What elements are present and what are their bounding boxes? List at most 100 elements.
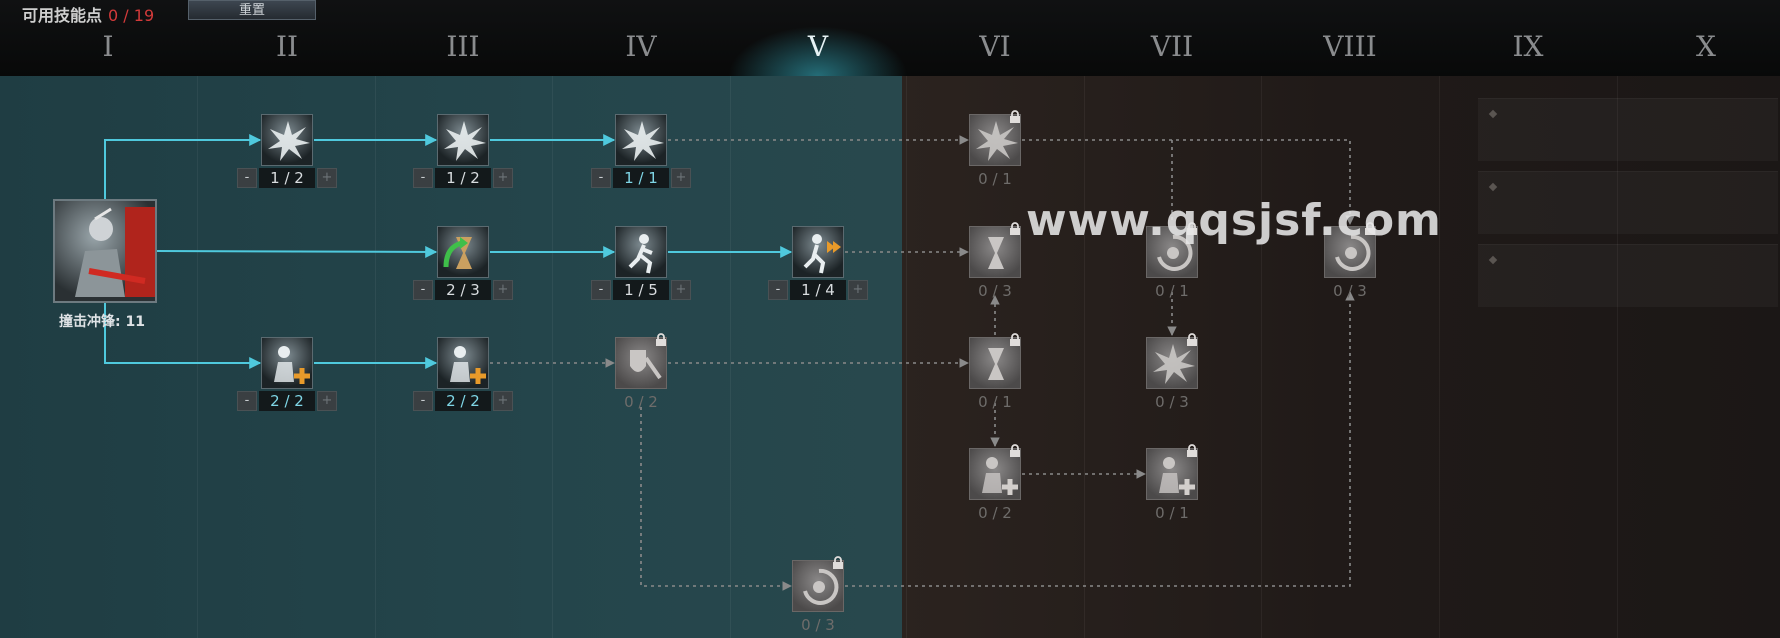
decrease-rank-button[interactable]: - (591, 168, 611, 188)
shield-strike-icon (630, 350, 662, 380)
tier-column-divider (1261, 76, 1262, 638)
tier-column-divider (197, 76, 198, 638)
root-skill-icon-frame[interactable] (53, 199, 157, 303)
link-root-to-row1 (104, 134, 262, 199)
description-row (1478, 171, 1778, 234)
padlock-icon (1365, 222, 1375, 235)
description-row (1478, 98, 1778, 161)
skill-rank-count: 2 / 2 (259, 391, 315, 411)
skill-rank-stepper: -1 / 2+ (237, 168, 337, 188)
padlock-icon (1187, 444, 1197, 457)
increase-rank-button[interactable]: + (317, 391, 337, 411)
skill-icon-frame[interactable] (615, 114, 667, 166)
skill-rank-stepper: -1 / 1+ (591, 168, 691, 188)
reset-button[interactable]: 重置 (188, 0, 316, 20)
spike-burst-icon (1153, 344, 1195, 384)
skill-icon-frame[interactable] (261, 114, 313, 166)
increase-rank-button[interactable]: + (493, 168, 513, 188)
decrease-rank-button[interactable]: - (237, 168, 257, 188)
increase-rank-button[interactable]: + (317, 168, 337, 188)
skill-points-label: 可用技能点 (22, 6, 103, 25)
skill-icon-frame[interactable] (792, 226, 844, 278)
decrease-rank-button[interactable]: - (237, 391, 257, 411)
tier-column-divider (1439, 76, 1440, 638)
skill-icon-frame[interactable] (969, 226, 1021, 278)
skill-rank-stepper: -1 / 5+ (591, 280, 691, 300)
whirl-icon (803, 568, 839, 605)
padlock-icon (1010, 333, 1020, 346)
tier-label-ix: IX (1512, 30, 1544, 63)
padlock-icon (833, 556, 843, 569)
whirl-icon (1157, 234, 1193, 271)
running-soldier-icon (628, 234, 653, 274)
skill-rank-count: 0 / 3 (1333, 282, 1367, 300)
description-row (1478, 244, 1778, 307)
skill-icon-frame[interactable] (437, 114, 489, 166)
skill-icon-frame[interactable] (437, 337, 489, 389)
skill-rank-count: 1 / 2 (435, 168, 491, 188)
decrease-rank-button[interactable]: - (413, 391, 433, 411)
spike-burst-icon (622, 121, 664, 161)
increase-rank-button[interactable]: + (671, 168, 691, 188)
padlock-icon (1187, 333, 1197, 346)
skill-icon-frame[interactable] (261, 337, 313, 389)
increase-rank-button[interactable]: + (848, 280, 868, 300)
tier-column-divider (1617, 76, 1618, 638)
skill-rank-count: 0 / 3 (1155, 393, 1189, 411)
tier-label-v: V (807, 30, 829, 63)
skill-rank-stepper: -2 / 3+ (413, 280, 513, 300)
skill-rank-count: 0 / 2 (624, 393, 658, 411)
skill-rank-count: 0 / 3 (978, 282, 1012, 300)
padlock-icon (1010, 222, 1020, 235)
increase-rank-button[interactable]: + (671, 280, 691, 300)
increase-rank-button[interactable]: + (493, 280, 513, 300)
skill-icon-frame[interactable] (615, 337, 667, 389)
skill-rank-stepper: -2 / 2+ (237, 391, 337, 411)
skill-rank-count: 1 / 5 (613, 280, 669, 300)
skill-rank-count: 2 / 2 (435, 391, 491, 411)
charging-warrior-icon (75, 207, 155, 297)
tier-label-iv: IV (625, 30, 657, 63)
skill-points-value: 0 / 19 (108, 6, 155, 25)
tier-label-iii: III (446, 30, 480, 63)
soldier-plus-icon (450, 346, 486, 384)
skill-tree-board (0, 76, 1780, 638)
link-s18-s10 (845, 291, 1355, 587)
root-skill-label: 撞击冲锋: 11 (59, 314, 145, 330)
skill-icon-frame[interactable] (437, 226, 489, 278)
spike-burst-icon (268, 121, 310, 161)
tier-label-x: X (1696, 30, 1716, 63)
tier-label-i: I (102, 30, 114, 63)
skill-rank-stepper: -1 / 4+ (768, 280, 868, 300)
link-s13-s18 (640, 407, 792, 591)
skill-connections (104, 134, 1355, 591)
decrease-rank-button[interactable]: - (768, 280, 788, 300)
active-tier-glow (728, 26, 908, 76)
tier-column-divider (375, 76, 376, 638)
skill-rank-count: 0 / 1 (1155, 282, 1189, 300)
tier-label-vii: VII (1150, 30, 1194, 63)
increase-rank-button[interactable]: + (493, 391, 513, 411)
padlock-icon (1187, 222, 1197, 235)
link-root-to-row3 (104, 303, 262, 369)
decrease-rank-button[interactable]: - (591, 280, 611, 300)
padlock-icon (656, 333, 666, 346)
soldier-plus-icon (982, 457, 1018, 495)
tier-column-divider (730, 76, 731, 638)
skill-rank-stepper: -1 / 2+ (413, 168, 513, 188)
link-root-to-row2 (156, 245, 438, 258)
decrease-rank-button[interactable]: - (413, 280, 433, 300)
soldier-plus-icon (274, 346, 310, 384)
tier-label-ii: II (275, 30, 299, 63)
skill-icon-frame[interactable] (615, 226, 667, 278)
skill-rank-count: 1 / 2 (259, 168, 315, 188)
spike-burst-icon (444, 121, 486, 161)
skill-rank-count: 0 / 1 (978, 170, 1012, 188)
decrease-rank-button[interactable]: - (413, 168, 433, 188)
dash-soldier-icon (803, 234, 841, 274)
tier-column-divider (1084, 76, 1085, 638)
skill-rank-count: 0 / 3 (801, 616, 835, 634)
tier-column-divider (552, 76, 553, 638)
hourglass-icon (988, 237, 1004, 269)
